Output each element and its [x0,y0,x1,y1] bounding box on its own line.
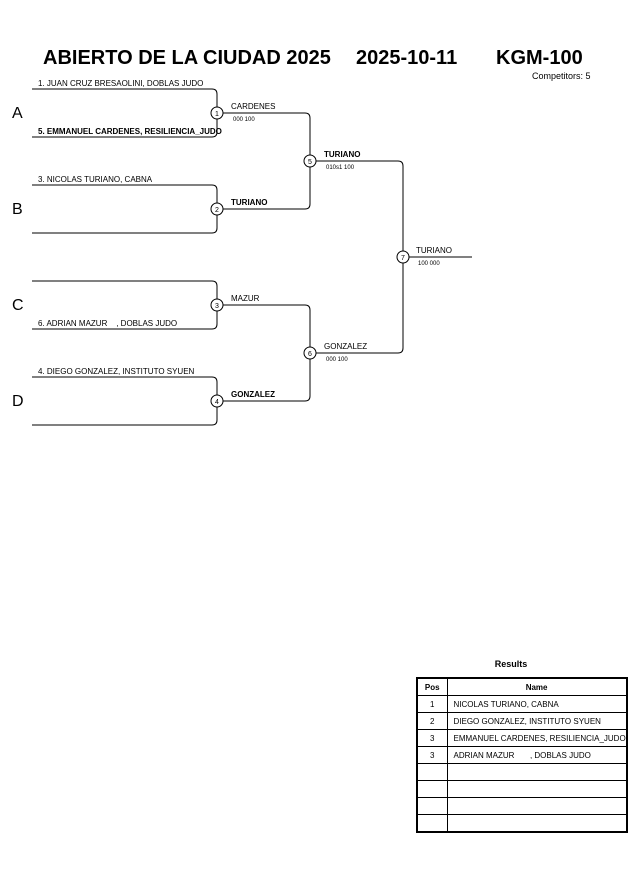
match-1-score: 000 100 [233,117,255,123]
result-pos [416,780,448,798]
entry-diego-gonzalez: 4. DIEGO GONZALEZ, INSTITUTO SYUEN [38,367,195,376]
match-7-score: 100 000 [418,261,440,267]
results-col-pos: Pos [416,677,448,696]
match-2-connector [32,184,218,234]
table-row: 3 EMMANUEL CARDENES, RESILIENCIA_JUDO [416,729,628,747]
match-7-circle [396,250,410,264]
match-1-number: 1 [215,111,219,118]
entry-adrian-mazur: 6. ADRIAN MAZUR , DOBLAS JUDO [38,319,177,328]
match-6-circle [303,346,317,360]
match-6-score: 000 100 [326,357,348,363]
result-name: NICOLAS TURIANO, CABNA [446,695,628,713]
match-7-winner: TURIANO [416,246,452,255]
pool-a-label: A [12,105,23,122]
pool-d-label: D [12,393,24,410]
result-name [446,814,628,833]
match-3-circle [210,298,224,312]
results-header-row: Pos Name [416,677,628,696]
match-4-winner: GONZALEZ [231,390,275,399]
result-pos: 2 [416,712,448,730]
pool-c-label: C [12,297,24,314]
match-5-score: 010s1 100 [326,165,355,171]
entry-juan-cruz-bresaolini: 1. JUAN CRUZ BRESAOLINI, DOBLAS JUDO [38,79,203,88]
match-4-circle [210,394,224,408]
result-pos: 3 [416,746,448,764]
pool-b-label: B [12,201,23,218]
match-6-winner: GONZALEZ [324,342,367,351]
match-7-number: 7 [401,255,405,262]
match-2-circle [210,202,224,216]
result-name: ADRIAN MAZUR , DOBLAS JUDO [446,746,628,764]
result-name [446,797,628,815]
result-name: DIEGO GONZALEZ, INSTITUTO SYUEN [446,712,628,730]
match-6-number: 6 [308,351,312,358]
result-pos [416,797,448,815]
table-row: 3 ADRIAN MAZUR , DOBLAS JUDO [416,746,628,764]
table-row [416,763,628,781]
match-5-circle [303,154,317,168]
result-name [446,763,628,781]
result-pos [416,763,448,781]
match-1-winner: CARDENES [231,102,275,111]
entry-emmanuel-cardenes: 5. EMMANUEL CARDENES, RESILIENCIA_JUDO [38,127,222,136]
competitors-count: Competitors: 5 [532,71,591,81]
match-4-connector [32,376,218,426]
match-1-circle [210,106,224,120]
result-pos [416,814,448,833]
match-3-winner: MAZUR [231,294,260,303]
table-row: 2 DIEGO GONZALEZ, INSTITUTO SYUEN [416,712,628,730]
match-3-number: 3 [215,303,219,310]
result-pos: 3 [416,729,448,747]
tournament-title: ABIERTO DE LA CIUDAD 2025 [43,47,331,69]
table-row [416,797,628,815]
match-2-number: 2 [215,207,219,214]
table-row [416,814,628,833]
results-col-name: Name [446,677,628,696]
match-5-winner: TURIANO [324,150,360,159]
weight-category: KGM-100 [496,47,583,69]
table-row: 1 NICOLAS TURIANO, CABNA [416,695,628,713]
result-pos: 1 [416,695,448,713]
results-table: Pos Name 1 NICOLAS TURIANO, CABNA 2 DIEG… [416,677,628,833]
match-2-winner: TURIANO [231,198,267,207]
match-5-number: 5 [308,159,312,166]
result-name: EMMANUEL CARDENES, RESILIENCIA_JUDO [446,729,628,747]
entry-nicolas-turiano: 3. NICOLAS TURIANO, CABNA [38,175,153,184]
results-title: Results [494,659,528,669]
result-name [446,780,628,798]
match-4-number: 4 [215,399,219,406]
table-row [416,780,628,798]
tournament-date: 2025-10-11 [356,47,458,69]
